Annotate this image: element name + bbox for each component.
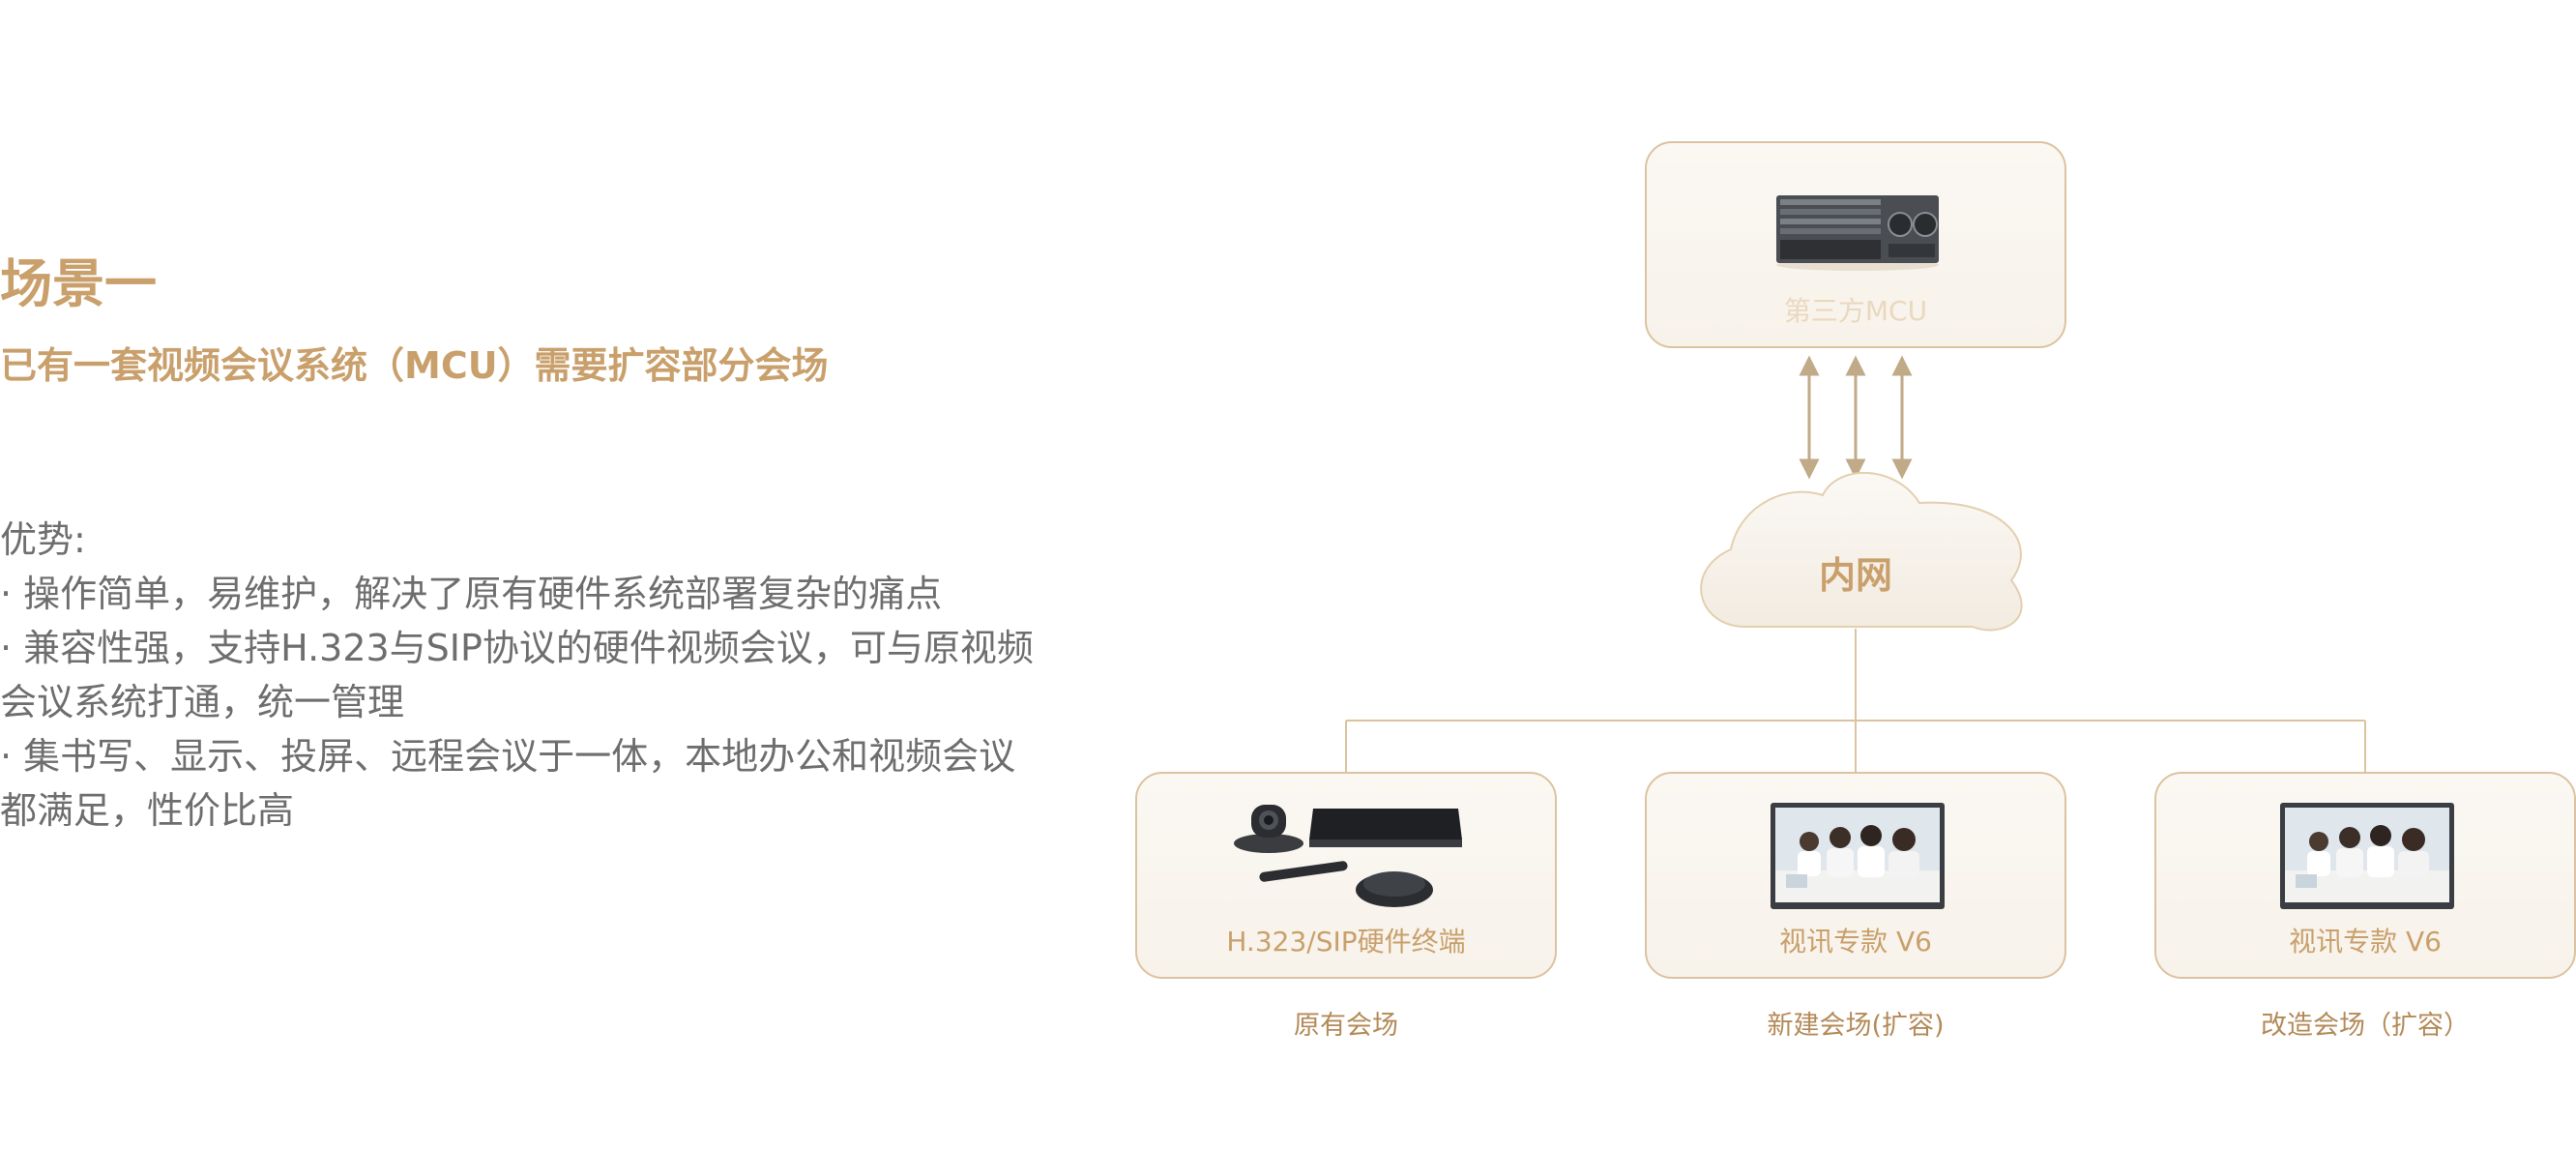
endpoint-caption: 原有会场: [1294, 1011, 1398, 1041]
endpoint-caption: 改造会场（扩容）: [2261, 1011, 2470, 1041]
endpoint-label: 视讯专款 V6: [1779, 926, 1932, 958]
advantages-label: 优势:: [0, 518, 86, 561]
hardware-terminal-icon: [1234, 805, 1462, 907]
advantages-block: 优势: · 操作简单，易维护，解决了原有硬件系统部署复杂的痛点 · 兼容性强，支…: [0, 513, 1044, 838]
mcu-card: 第三方MCU: [1645, 141, 2066, 348]
endpoint-card-hardware: H.323/SIP硬件终端: [1135, 772, 1557, 979]
endpoint-card-v6-new: 视讯专款 V6: [1645, 772, 2066, 979]
endpoint-card-v6-retrofit: 视讯专款 V6: [2154, 772, 2576, 979]
video-display-icon: [1771, 803, 1945, 909]
endpoint-caption: 新建会场(扩容): [1767, 1011, 1945, 1041]
advantage-item: · 集书写、显示、投屏、远程会议于一体，本地办公和视频会议都满足，性价比高: [0, 735, 1016, 832]
advantage-item: · 兼容性强，支持H.323与SIP协议的硬件视频会议，可与原视频会议系统打通，…: [0, 627, 1034, 723]
mcu-server-icon: [1776, 195, 1939, 271]
endpoint-label: 视讯专款 V6: [2289, 926, 2442, 958]
advantage-item: · 操作简单，易维护，解决了原有硬件系统部署复杂的痛点: [0, 573, 943, 615]
cloud-label: 内网: [1818, 554, 1892, 597]
cloud-shape: [1700, 472, 2023, 632]
scene-subtitle: 已有一套视频会议系统（MCU）需要扩容部分会场: [0, 344, 829, 387]
video-display-icon: [2280, 803, 2454, 909]
endpoint-label: H.323/SIP硬件终端: [1226, 926, 1466, 958]
scene-title: 场景一: [0, 253, 157, 314]
mcu-label: 第三方MCU: [1783, 295, 1928, 327]
